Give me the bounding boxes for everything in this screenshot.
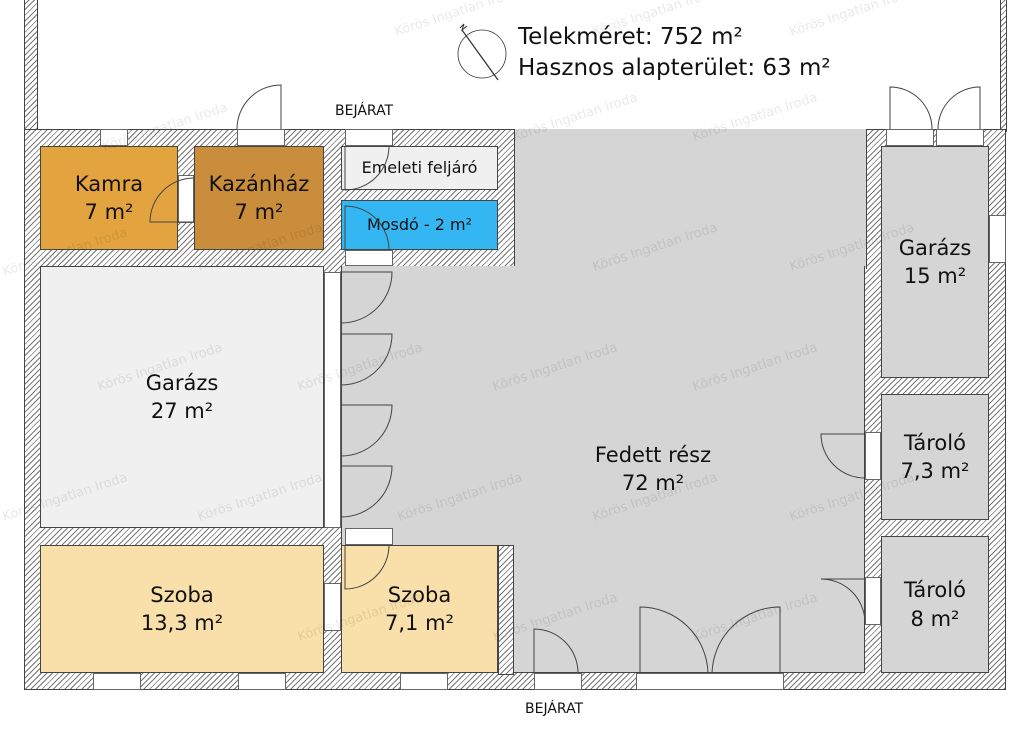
room-name: Kazánház — [208, 171, 310, 196]
room-name: Garázs — [145, 370, 219, 395]
plot-size: Telekméret: 752 m² — [518, 24, 743, 50]
room-garazs-15: Garázs 15 m² — [881, 146, 989, 378]
door-opening — [324, 583, 341, 631]
room-szoba-7: Szoba 7,1 m² — [341, 545, 498, 673]
covered-area-top — [514, 129, 867, 269]
door-opening — [237, 129, 285, 146]
room-name: Garázs — [898, 235, 972, 260]
window — [324, 272, 341, 528]
window — [238, 673, 286, 690]
door-opening — [865, 577, 881, 625]
window — [93, 673, 141, 690]
door-opening — [345, 129, 393, 146]
window — [400, 673, 448, 690]
room-garazs-27: Garázs 27 m² — [40, 266, 324, 528]
door-opening — [345, 528, 393, 545]
room-area: 7 m² — [234, 200, 284, 224]
window — [989, 215, 1006, 263]
room-area: 7,1 m² — [385, 611, 454, 635]
entrance-label-bottom: BEJÁRAT — [525, 701, 584, 717]
door-opening — [636, 673, 784, 690]
window — [100, 129, 128, 146]
room-area: 15 m² — [903, 264, 967, 288]
room-area: 72 m² — [621, 471, 685, 495]
room-area: 8 m² — [910, 606, 960, 631]
wall-segment — [498, 545, 514, 675]
room-kazanhaz: Kazánház 7 m² — [194, 146, 324, 250]
room-area: 13,3 m² — [140, 611, 224, 635]
room-name: Szoba — [387, 582, 452, 607]
door-opening — [886, 129, 934, 146]
room-area: 7 m² — [84, 200, 134, 224]
room-szoba-13: Szoba 13,3 m² — [40, 545, 324, 673]
room-name: Mosdó - 2 m² — [366, 215, 473, 235]
north-arrow-icon — [457, 23, 507, 81]
room-emeleti-feljaro: Emeleti feljáró — [341, 146, 498, 190]
room-area: 7,3 m² — [900, 459, 970, 483]
room-kamra: Kamra 7 m² — [40, 146, 178, 250]
room-name: Szoba — [150, 582, 214, 607]
door-opening — [345, 250, 393, 266]
room-name: Tároló — [904, 578, 966, 603]
room-tarolo-73: Tároló 7,3 m² — [881, 394, 989, 520]
room-mosdo: Mosdó - 2 m² — [341, 200, 498, 250]
door-opening — [865, 432, 881, 480]
room-name: Kamra — [74, 171, 144, 196]
door-opening — [936, 129, 984, 146]
room-tarolo-8: Tároló 8 m² — [881, 536, 989, 673]
entrance-label-top: BEJÁRAT — [335, 103, 394, 119]
room-area: 27 m² — [150, 399, 214, 423]
door-opening — [534, 673, 582, 690]
usable-area: Hasznos alapterület: 63 m² — [518, 55, 831, 81]
room-name: Fedett rész — [594, 442, 712, 467]
room-name: Emeleti feljáró — [361, 158, 478, 178]
room-name: Tároló — [904, 430, 966, 455]
